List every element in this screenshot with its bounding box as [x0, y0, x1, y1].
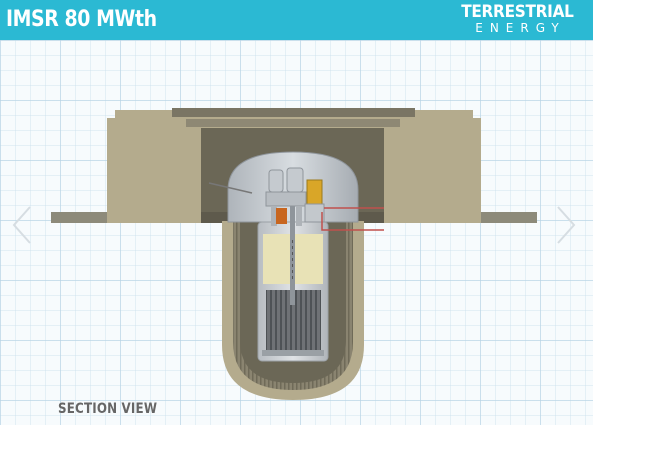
silo-upper-ledge: [186, 119, 400, 127]
instrument-lead: [208, 182, 253, 194]
pump-column-left: [271, 206, 277, 226]
brand-logo: TERRESTRIAL ENERGY: [455, 3, 579, 35]
primary-heat-exchanger: [306, 179, 323, 205]
silo-roof-slab: [172, 108, 415, 117]
header-bar: IMSR 80 MWth TERRESTRIAL ENERGY: [0, 0, 593, 40]
ground-slab-left: [51, 212, 113, 223]
heat-exchanger-base: [304, 203, 325, 223]
chevron-right-icon[interactable]: [554, 205, 578, 245]
secondary-loop-pipe: [321, 207, 384, 231]
primary-pump: [276, 208, 287, 224]
page-title: IMSR 80 MWth: [6, 7, 157, 32]
chevron-left-icon[interactable]: [10, 205, 34, 245]
ground-slab-right: [474, 212, 537, 223]
brand-name: TERRESTRIAL: [461, 2, 574, 22]
pump-motor-right: [286, 167, 304, 193]
core-bottom-plate: [262, 350, 324, 356]
pump-motor-left: [268, 169, 284, 193]
pump-housing: [265, 191, 307, 207]
brand-tagline: ENERGY: [475, 21, 566, 35]
section-view-label: SECTION VIEW: [58, 401, 158, 417]
pump-column-right: [296, 206, 302, 226]
reactor-section-diagram: [51, 108, 537, 400]
